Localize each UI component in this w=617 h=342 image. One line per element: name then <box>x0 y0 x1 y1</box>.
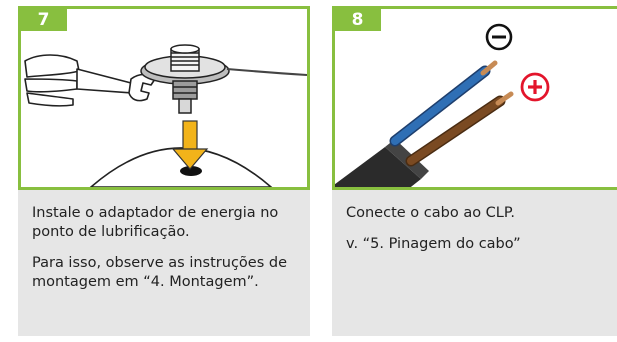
step-7-instructions: Instale o adaptador de energia no ponto … <box>18 190 310 336</box>
instruction-paragraph: Instale o adaptador de energia no ponto … <box>32 205 279 240</box>
step-8-illustration: 8 <box>332 6 617 190</box>
lubrication-hole <box>180 166 202 176</box>
instruction-paragraph: Conecte o cabo ao CLP. <box>346 205 515 221</box>
step-8-instructions: Conecte o cabo ao CLP. v. “5. Pinagem do… <box>332 190 617 336</box>
cable-illustration <box>335 23 550 187</box>
step-7: 7 Instale o adaptador de energia no pont… <box>18 6 310 336</box>
step-number-badge: 8 <box>335 9 381 31</box>
step-8: 8 Conecte o cabo ao CLP. v. “5. Pinagem … <box>332 6 617 336</box>
minus-icon <box>485 23 513 51</box>
plus-icon <box>520 72 550 102</box>
instruction-paragraph: v. “5. Pinagem do cabo” <box>346 236 521 252</box>
insert-arrow-icon <box>171 120 209 170</box>
step-number-badge: 7 <box>21 9 67 31</box>
wrench-hand-icon <box>24 54 156 107</box>
power-adapter-icon <box>140 44 307 114</box>
cable-icon <box>335 60 514 187</box>
instruction-paragraph: Para isso, observe as instruções de mont… <box>32 255 287 290</box>
adapter-mounting-illustration <box>24 44 307 187</box>
step-7-illustration: 7 <box>18 6 310 190</box>
